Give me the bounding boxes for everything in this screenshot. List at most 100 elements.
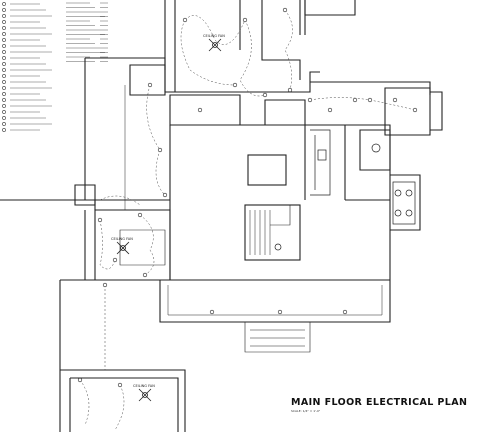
outlet-icon	[392, 97, 398, 103]
walls	[0, 0, 443, 432]
wire-run	[79, 379, 125, 431]
outlet-icon	[277, 309, 283, 315]
wall	[119, 229, 166, 266]
wall	[129, 64, 166, 96]
legend-symbol	[2, 122, 6, 126]
legend-symbol	[2, 92, 6, 96]
outlet-icon	[242, 17, 248, 23]
outlet-icon	[282, 7, 288, 13]
outlet-icon	[157, 147, 163, 153]
wall	[170, 124, 391, 280]
toilet-icon	[371, 143, 381, 153]
wall	[94, 209, 171, 281]
wire-run	[239, 19, 266, 97]
plan-title: MAIN FLOOR ELECTRICAL PLAN	[291, 397, 468, 408]
ceiling-fan-icon	[116, 241, 130, 255]
outlet-icon	[209, 309, 215, 315]
wire-run	[184, 15, 246, 45]
legend-symbol	[2, 86, 6, 90]
porch-outline	[159, 280, 391, 323]
ceiling-fans	[116, 38, 222, 402]
legend-symbol	[2, 62, 6, 66]
wall	[84, 199, 170, 280]
legend-symbol	[2, 26, 6, 30]
outlet-icon	[77, 377, 83, 383]
legend	[2, 2, 52, 132]
outlet-icon	[307, 97, 313, 103]
wall	[384, 87, 431, 136]
wall	[60, 369, 186, 432]
legend-symbol	[2, 38, 6, 42]
outlet-icon	[112, 257, 118, 263]
wire-run	[180, 19, 236, 86]
burner-icon	[405, 189, 413, 197]
outlet-icon	[367, 97, 373, 103]
legend-symbol	[2, 2, 6, 6]
stair-rail	[270, 204, 291, 226]
wire-run	[146, 84, 166, 196]
kitchen-island	[247, 154, 287, 186]
burner-icon	[394, 189, 402, 197]
burner-icon	[405, 209, 413, 217]
outlet-icon	[352, 97, 358, 103]
wall	[59, 279, 160, 432]
wire-run	[309, 97, 416, 111]
legend-symbol	[2, 110, 6, 114]
wall	[164, 0, 176, 92]
legend-symbol	[2, 98, 6, 102]
wall	[169, 94, 241, 126]
ceiling-fan-icon	[208, 38, 222, 52]
legend-symbol	[2, 68, 6, 72]
outlet-icon	[327, 107, 333, 113]
wall	[264, 99, 306, 126]
wire-run	[284, 9, 293, 91]
stair-treads	[249, 210, 271, 255]
legend-symbol	[2, 80, 6, 84]
wire-run	[99, 195, 141, 206]
wall	[239, 0, 301, 80]
outlet-icon	[142, 272, 148, 278]
ceiling-fan-icon	[138, 388, 152, 402]
outlet-icon	[232, 82, 238, 88]
outlet-icon	[287, 87, 293, 93]
outlet-icon	[137, 212, 143, 218]
wall	[390, 174, 421, 231]
notes-block	[66, 2, 108, 62]
front-steps	[244, 322, 311, 353]
outlet-icon	[97, 217, 103, 223]
wire-run	[139, 214, 155, 276]
kitchen-counter	[310, 129, 331, 196]
porch-inner	[167, 285, 383, 316]
outlet-icon	[147, 82, 153, 88]
outlet-icon	[197, 107, 203, 113]
stairs	[244, 204, 301, 261]
burner-icon	[394, 209, 402, 217]
sink-icon	[317, 149, 327, 161]
outlet-icon	[102, 282, 108, 288]
fixture-label: CEILING FAN	[111, 237, 133, 241]
outlet-icon	[162, 192, 168, 198]
wall	[344, 125, 390, 201]
outlet-icon	[117, 382, 123, 388]
legend-symbol	[2, 74, 6, 78]
wall	[359, 129, 391, 171]
outlet-icon	[342, 309, 348, 315]
outlet-icon	[182, 17, 188, 23]
wall	[430, 91, 443, 131]
legend-symbol	[2, 44, 6, 48]
scale-note: SCALE: 1/4" = 1'-0"	[291, 409, 321, 413]
wall	[304, 0, 356, 16]
range	[392, 181, 416, 225]
wall	[74, 184, 96, 206]
wall	[165, 71, 320, 93]
legend-symbol	[2, 8, 6, 12]
legend-symbol	[2, 128, 6, 132]
fixtures	[274, 143, 413, 251]
wall	[299, 0, 306, 35]
legend-symbol	[2, 116, 6, 120]
outlet-symbols	[77, 7, 418, 388]
wall	[69, 377, 179, 432]
legend-symbol	[2, 32, 6, 36]
legend-symbol	[2, 20, 6, 24]
